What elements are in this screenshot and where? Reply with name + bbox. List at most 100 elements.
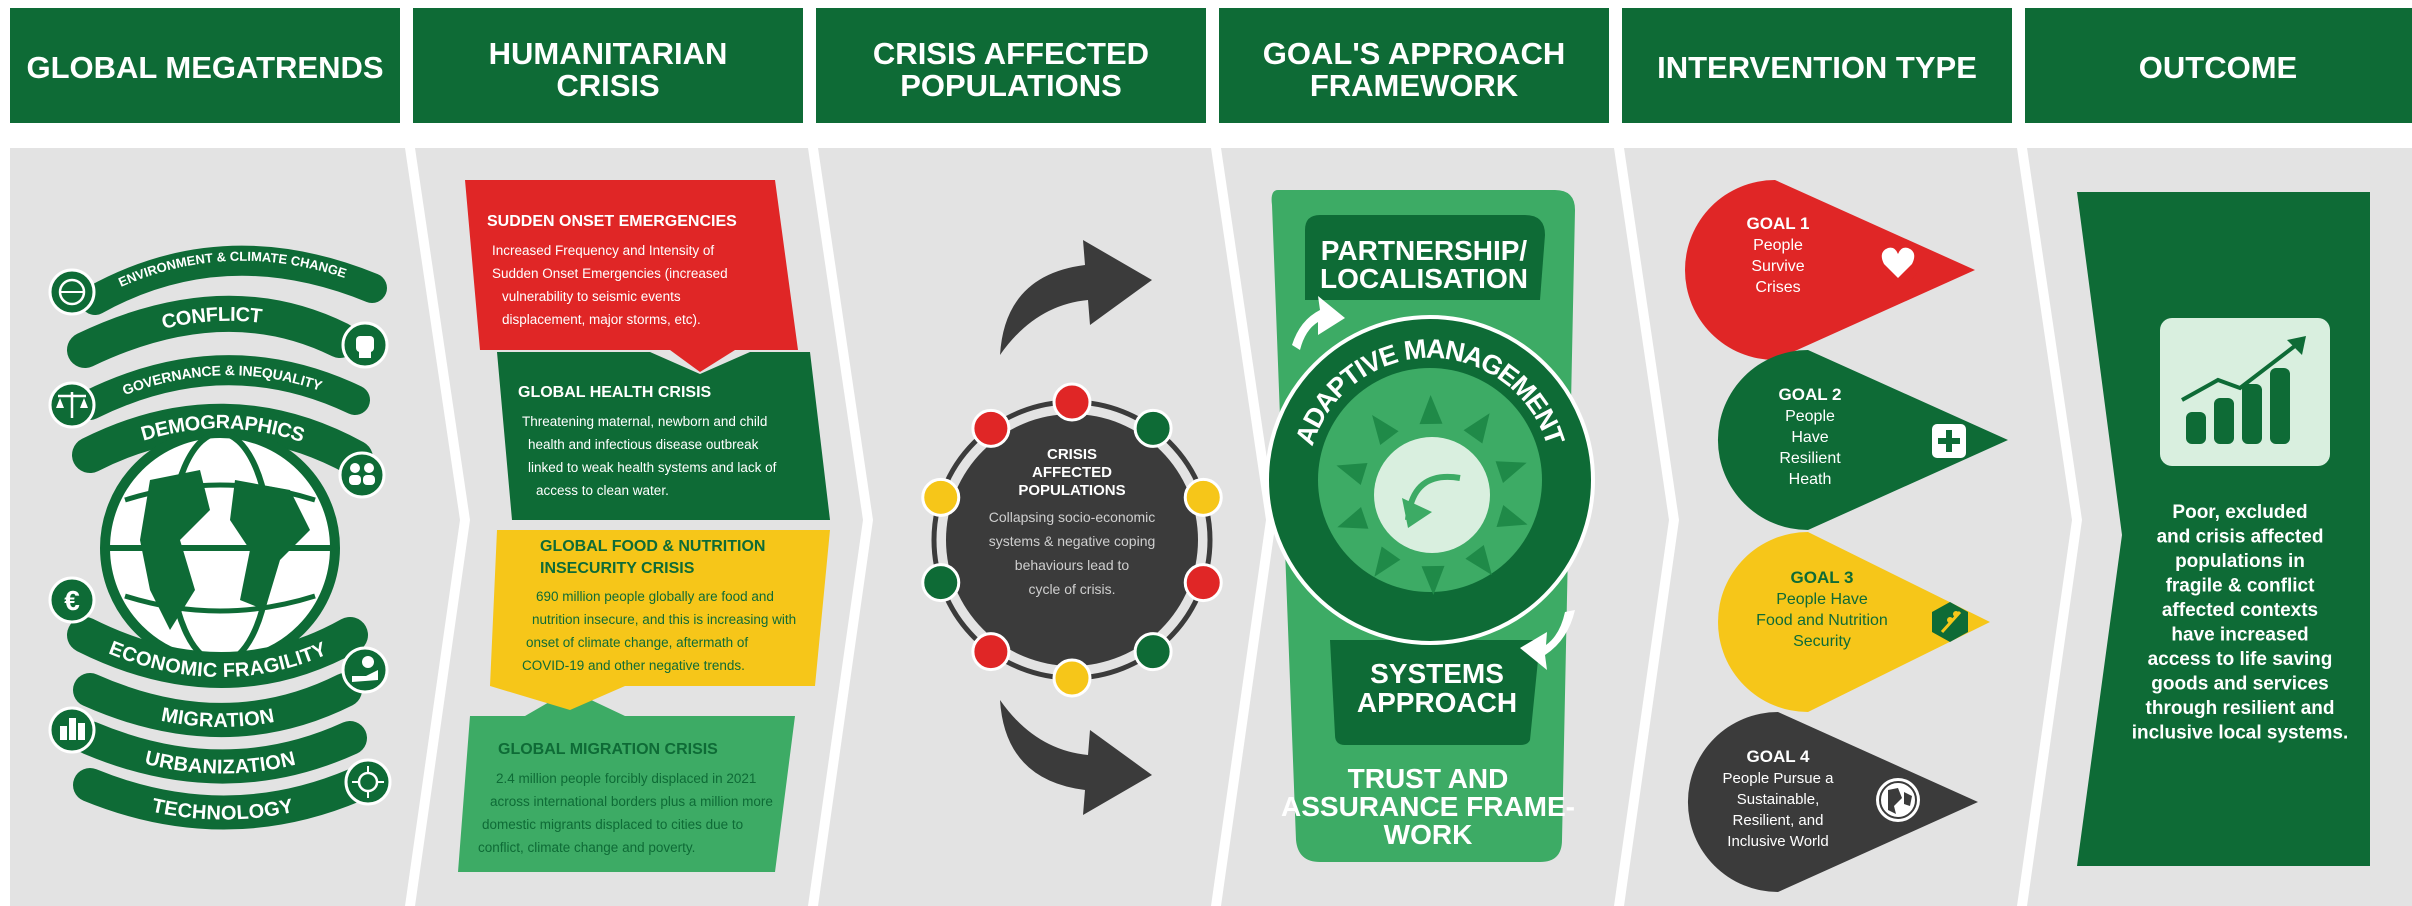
header-outcome: OUTCOME	[2139, 50, 2297, 85]
goal-1-line2: Survive	[1751, 258, 1804, 275]
crisis-block-health	[497, 352, 830, 520]
outcome-line: Poor, excluded	[2172, 502, 2307, 523]
sun-ray	[1463, 413, 1490, 444]
goal-2-line3: Resilient	[1779, 450, 1841, 467]
outcome-line: fragile & conflict	[2166, 576, 2316, 597]
megatrends-column: ENVIRONMENT & CLIMATE CHANGE CONFLICT GO…	[48, 245, 392, 830]
cycle-dot	[1133, 632, 1173, 672]
framework-bottom-line2: APPROACH	[1357, 687, 1517, 718]
cycle-dot	[1183, 477, 1223, 517]
cycle-title-line1: CRISIS	[1047, 446, 1097, 463]
crisis-body-sudden-onset-line2: Sudden Onset Emergencies (increased	[492, 266, 728, 281]
framework-arrow-down	[1520, 610, 1575, 670]
cycle-body-line4: cycle of crisis.	[1028, 581, 1115, 597]
cycle-body-line1: Collapsing socio-economic	[989, 509, 1156, 525]
header-intervention: INTERVENTION TYPE	[1657, 50, 1977, 85]
crisis-blocks: SUDDEN ONSET EMERGENCIES Increased Frequ…	[458, 180, 830, 872]
goal-2-line1: People	[1785, 408, 1835, 425]
sun-ray	[1496, 505, 1528, 527]
outcome-line: access to life saving	[2148, 649, 2333, 670]
goal-3-title: GOAL 3	[1791, 568, 1854, 587]
cycle-arrow-bottom	[1000, 700, 1152, 815]
sun-ray	[1419, 395, 1443, 425]
framework-trust-line3: WORK	[1384, 819, 1473, 850]
crisis-body-migration-line2: across international borders plus a mill…	[490, 794, 773, 809]
framework-column: PARTNERSHIP/ LOCALISATION ADAPTIVE MANAG…	[1265, 190, 1595, 862]
cycle-dot	[1052, 658, 1092, 698]
cycle-center-icon	[1374, 437, 1490, 553]
goal-1-title: GOAL 1	[1747, 214, 1810, 233]
outcome-line: through resilient and	[2146, 698, 2335, 719]
people-icon	[338, 451, 386, 499]
cycle-dot	[1052, 382, 1092, 422]
cycle-dot	[1133, 408, 1173, 448]
crisis-body-health-line1: Threatening maternal, newborn and child	[522, 414, 767, 429]
wheat-icon	[1932, 602, 1968, 642]
environment-globe-icon	[48, 268, 96, 316]
cycle-title-line2: AFFECTED	[1032, 464, 1112, 481]
band-demographics	[72, 403, 373, 476]
crisis-title-food-line1: GLOBAL FOOD & NUTRITION	[540, 538, 765, 555]
fist-icon	[341, 321, 389, 369]
goal-3-shape	[1718, 532, 1990, 712]
crisis-body-sudden-onset-line3: vulnerability to seismic events	[502, 289, 681, 304]
goal-3-line3: Security	[1793, 633, 1851, 650]
crisis-title-health: GLOBAL HEALTH CRISIS	[518, 384, 712, 401]
goals-column: GOAL 1 People Survive Crises GOAL 2 Peop…	[1685, 180, 2008, 892]
header-populations-line2: POPULATIONS	[900, 68, 1122, 103]
header-framework-line2: FRAMEWORK	[1310, 68, 1519, 103]
header-box-humanitarian	[413, 8, 803, 123]
goal-4-shape	[1687, 712, 1978, 892]
crisis-body-food-line2: nutrition insecure, and this is increasi…	[532, 612, 796, 627]
outcome-line: inclusive local systems.	[2132, 723, 2349, 744]
sun-ray	[1465, 545, 1492, 576]
sun-rays	[1336, 395, 1528, 595]
header-humanitarian-line1: HUMANITARIAN	[489, 36, 728, 71]
crisis-body-migration-line1: 2.4 million people forcibly displaced in…	[496, 771, 756, 786]
goal-1-shape	[1685, 180, 1975, 360]
cycle-dot	[921, 477, 961, 517]
euro-icon: €	[48, 576, 96, 624]
cycle-dot	[921, 563, 961, 603]
cycle-dot	[971, 632, 1011, 672]
cycle-center	[946, 414, 1198, 666]
framework-arrow-up	[1292, 296, 1345, 350]
framework-partnership-block	[1305, 215, 1545, 300]
crisis-title-migration: GLOBAL MIGRATION CRISIS	[498, 741, 718, 758]
scales-icon	[48, 381, 96, 429]
header-box-framework	[1219, 8, 1609, 123]
goal-1-line3: Crises	[1755, 279, 1800, 296]
sun-ray	[1495, 461, 1527, 483]
band-migration	[73, 673, 362, 737]
header-box-populations	[816, 8, 1206, 123]
crisis-block-sudden-onset	[465, 180, 798, 372]
crisis-body-health-line3: linked to weak health systems and lack o…	[528, 460, 777, 475]
header-box-outcome	[2025, 8, 2412, 123]
sun-ray	[1337, 507, 1369, 529]
sun-ray	[1372, 414, 1399, 445]
crisis-title-food-line2: INSECURITY CRISIS	[540, 560, 695, 577]
cycle-arrow-top	[1000, 240, 1152, 355]
goal-3-line1: People Have	[1776, 591, 1868, 608]
city-icon	[48, 706, 96, 754]
framework-trust-line1: TRUST AND	[1348, 763, 1509, 794]
outcome-line: affected contexts	[2162, 600, 2318, 621]
header-megatrends: GLOBAL MEGATRENDS	[26, 50, 383, 85]
band-governance	[75, 355, 370, 420]
header-box-intervention	[1622, 8, 2012, 123]
crisis-body-sudden-onset-line1: Increased Frequency and Intensity of	[492, 243, 714, 258]
header-row: GLOBAL MEGATRENDS HUMANITARIAN CRISIS CR…	[10, 8, 2412, 123]
goal-4-line3: Resilient, and	[1733, 812, 1824, 829]
sun-ray	[1336, 463, 1368, 485]
crisis-body-migration-line4: conflict, climate change and poverty.	[478, 840, 695, 855]
outcome-line: populations in	[2175, 551, 2305, 572]
crisis-block-food	[490, 530, 830, 710]
cycle-dot	[971, 408, 1011, 448]
globe-icon	[100, 428, 340, 668]
cycle-dot	[1183, 563, 1223, 603]
band-economic	[67, 617, 368, 688]
outcome-line: have increased	[2171, 625, 2308, 646]
